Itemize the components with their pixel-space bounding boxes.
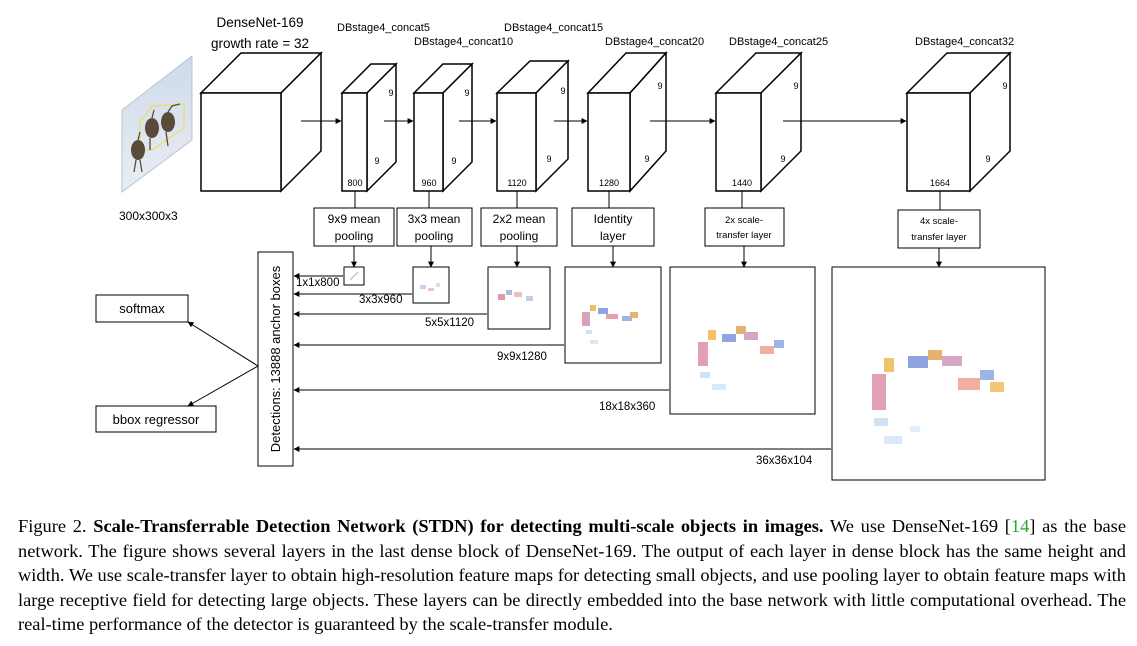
figure-caption: Figure 2. Scale-Transferrable Detection … bbox=[18, 514, 1126, 637]
op-line2-2: pooling bbox=[415, 229, 454, 243]
op-line1-4: Identity bbox=[594, 212, 633, 226]
op-to-map-arrows bbox=[351, 246, 942, 268]
growth-rate-label: growth rate = 32 bbox=[211, 36, 309, 51]
block-width-3: 9 bbox=[546, 154, 551, 164]
dense-block-2 bbox=[412, 62, 474, 193]
block-width-1: 9 bbox=[374, 156, 379, 166]
block-name-1: DBstage4_concat5 bbox=[337, 22, 430, 34]
densenet-block bbox=[199, 51, 323, 193]
block-name-3: DBstage4_concat15 bbox=[504, 22, 603, 34]
block-channels-6: 1664 bbox=[930, 178, 950, 188]
dense-block-5 bbox=[714, 51, 803, 193]
dense-block-6 bbox=[905, 51, 1012, 193]
bbox-regressor-box bbox=[95, 405, 217, 433]
block-channels-5: 1440 bbox=[732, 178, 752, 188]
caption-text-before-ref: We use DenseNet-169 [ bbox=[829, 516, 1011, 536]
op-line2-4: layer bbox=[600, 229, 626, 243]
bbox-regressor-label: bbox regressor bbox=[113, 412, 200, 427]
op-line2-3: pooling bbox=[500, 229, 539, 243]
block-height-1: 9 bbox=[388, 88, 393, 98]
map-size-4: 9x9x1280 bbox=[497, 351, 547, 363]
op-line2-5: transfer layer bbox=[716, 230, 771, 241]
dense-block-1 bbox=[340, 62, 398, 193]
feature-map-5 bbox=[669, 266, 816, 415]
block-channels-4: 1280 bbox=[599, 178, 619, 188]
block-height-4: 9 bbox=[657, 81, 662, 91]
detections-box bbox=[257, 251, 294, 467]
block-width-2: 9 bbox=[451, 156, 456, 166]
block-channels-3: 1120 bbox=[507, 178, 526, 188]
block-to-op-lines bbox=[354, 191, 941, 210]
block-height-6: 9 bbox=[1002, 81, 1007, 91]
feature-map-2 bbox=[412, 266, 450, 304]
op-line1-3: 2x2 mean bbox=[493, 212, 546, 226]
op-line2-6: transfer layer bbox=[911, 232, 966, 243]
block-channels-1: 800 bbox=[347, 178, 362, 188]
block-width-5: 9 bbox=[780, 154, 785, 164]
block-name-5: DBstage4_concat25 bbox=[729, 36, 828, 48]
dense-block-3 bbox=[495, 59, 570, 193]
input-size-label: 300x300x3 bbox=[119, 209, 178, 223]
block-name-2: DBstage4_concat10 bbox=[414, 36, 513, 48]
op-line1-1: 9x9 mean bbox=[328, 212, 381, 226]
op-box-2 bbox=[396, 207, 473, 247]
softmax-box bbox=[95, 294, 189, 323]
caption-text-after-ref: ] as the base network. The figure shows … bbox=[18, 516, 1127, 634]
map-size-6: 36x36x104 bbox=[756, 455, 813, 467]
detections-label: Detections: 13888 anchor boxes bbox=[268, 265, 283, 452]
block-channels-2: 960 bbox=[421, 178, 436, 188]
op-line1-5: 2x scale- bbox=[725, 215, 763, 226]
block-name-4: DBstage4_concat20 bbox=[605, 36, 704, 48]
op-line1-6: 4x scale- bbox=[920, 216, 958, 227]
base-network-label: DenseNet-169 bbox=[216, 15, 303, 30]
citation-link[interactable]: 14 bbox=[1010, 516, 1030, 536]
op-box-1 bbox=[313, 207, 395, 247]
heatmap-blobs bbox=[349, 271, 1004, 444]
block-height-3: 9 bbox=[560, 86, 565, 96]
map-size-3: 5x5x1120 bbox=[425, 317, 474, 329]
caption-prefix: Figure 2. bbox=[18, 516, 87, 536]
dense-block-4 bbox=[586, 51, 668, 193]
op-box-6 bbox=[897, 209, 981, 249]
block-width-6: 9 bbox=[985, 154, 990, 164]
map-size-5: 18x18x360 bbox=[599, 401, 655, 413]
caption-title: Scale-Transferrable Detection Network (S… bbox=[93, 516, 824, 536]
softmax-label: softmax bbox=[119, 301, 165, 316]
feature-map-3 bbox=[487, 266, 551, 330]
input-image bbox=[121, 54, 193, 193]
output-arrows bbox=[187, 321, 259, 407]
op-line1-2: 3x3 mean bbox=[408, 212, 461, 226]
feature-map-6 bbox=[831, 266, 1046, 481]
map-to-detection-arrows bbox=[293, 273, 831, 452]
op-box-4 bbox=[571, 207, 655, 247]
stdn-architecture-diagram: 300x300x3 DenseNet-169 growth rate = 32 … bbox=[95, 15, 1046, 481]
block-name-6: DBstage4_concat32 bbox=[915, 36, 1014, 48]
block-width-4: 9 bbox=[644, 154, 649, 164]
op-line2-1: pooling bbox=[335, 229, 374, 243]
map-size-2: 3x3x960 bbox=[359, 294, 402, 306]
op-box-5 bbox=[704, 207, 785, 247]
map-size-1: 1x1x800 bbox=[296, 277, 339, 289]
block-height-2: 9 bbox=[464, 88, 469, 98]
op-box-3 bbox=[480, 207, 558, 247]
block-height-5: 9 bbox=[793, 81, 798, 91]
